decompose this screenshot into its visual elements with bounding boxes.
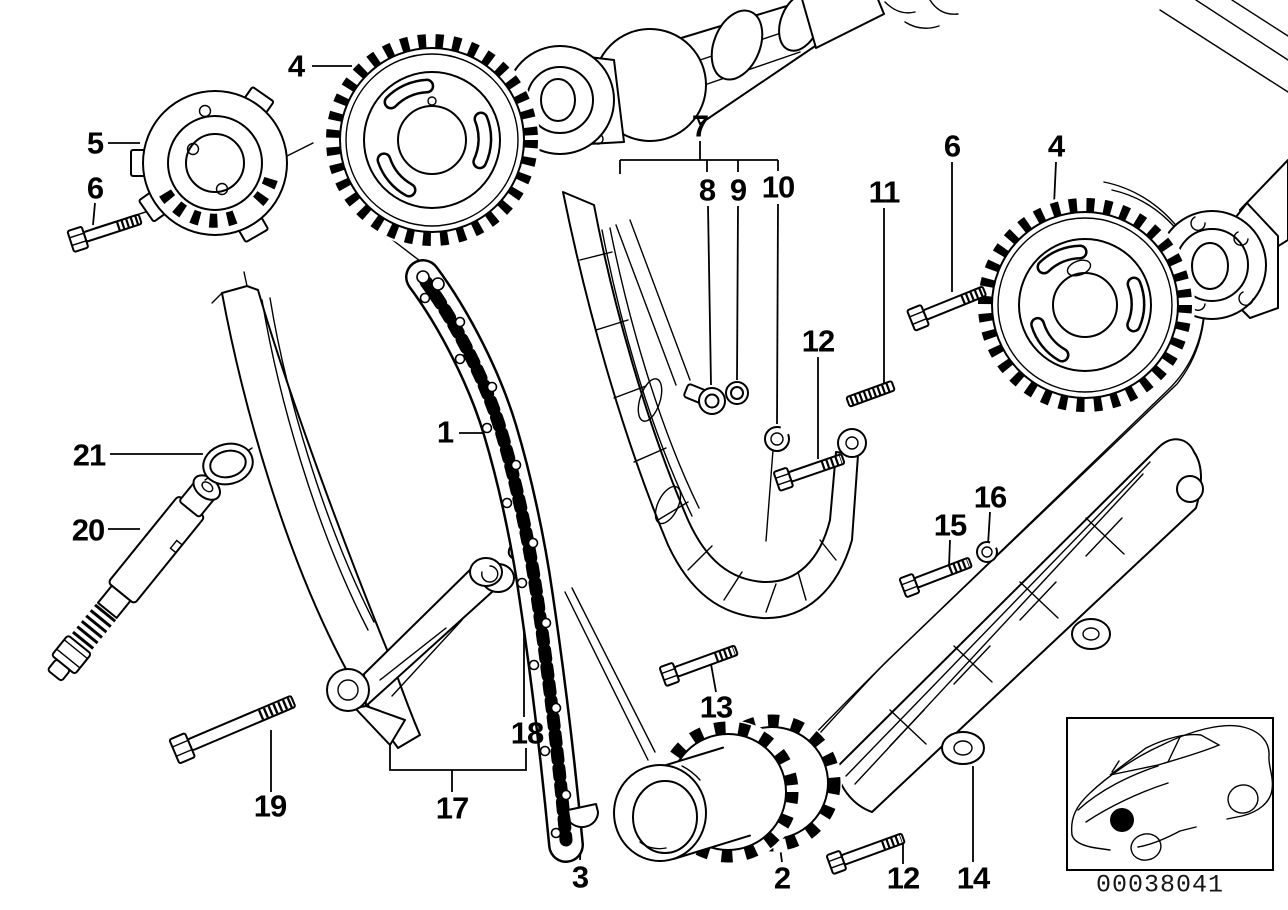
oring-9 bbox=[725, 381, 749, 405]
timing-chain bbox=[405, 259, 584, 863]
callout-11: 11 bbox=[868, 174, 901, 210]
callout-21: 21 bbox=[72, 437, 106, 473]
callout-9: 9 bbox=[729, 172, 747, 208]
cam-sprocket-left bbox=[324, 32, 540, 248]
bolt-13 bbox=[658, 644, 739, 687]
tensioner-arm bbox=[326, 557, 515, 746]
right-guide-rail bbox=[835, 438, 1204, 813]
callout-4-left: 4 bbox=[287, 48, 305, 84]
camshaft-left bbox=[505, 0, 959, 155]
bolt-6-right bbox=[906, 285, 987, 332]
woodruff-key bbox=[567, 803, 600, 829]
callout-13: 13 bbox=[699, 689, 733, 725]
callout-10: 10 bbox=[761, 169, 795, 205]
callout-14: 14 bbox=[956, 860, 990, 896]
callout-1: 1 bbox=[436, 414, 454, 450]
sealing-ring bbox=[202, 442, 254, 486]
impulse-wheel bbox=[130, 86, 288, 243]
callout-3: 3 bbox=[571, 859, 589, 895]
bolt-12-lower bbox=[825, 832, 906, 875]
chain-run-lines bbox=[564, 181, 1206, 763]
car-inset bbox=[1066, 717, 1274, 871]
center-guide-rail bbox=[562, 191, 867, 620]
bolt-6-left bbox=[66, 213, 143, 253]
callout-6-right: 6 bbox=[943, 128, 961, 164]
callout-20: 20 bbox=[71, 512, 105, 548]
diagram-id-code: 00038041 bbox=[1095, 870, 1225, 900]
callout-6-left: 6 bbox=[86, 170, 104, 206]
callout-17: 17 bbox=[435, 790, 469, 826]
left-tensioning-rail bbox=[211, 271, 421, 749]
callout-15: 15 bbox=[933, 507, 967, 543]
stud-11 bbox=[845, 380, 896, 408]
location-dot bbox=[1110, 808, 1134, 832]
bolt-19 bbox=[168, 695, 296, 764]
washer-8 bbox=[698, 387, 726, 415]
callout-2: 2 bbox=[773, 860, 791, 896]
callout-5: 5 bbox=[86, 125, 104, 161]
callout-18: 18 bbox=[510, 715, 544, 751]
callout-16: 16 bbox=[973, 479, 1007, 515]
leader-lines bbox=[92, 65, 1057, 864]
lock-ring-10 bbox=[764, 426, 790, 452]
callout-4-right: 4 bbox=[1047, 128, 1065, 164]
callout-8: 8 bbox=[698, 172, 716, 208]
callout-12-lower: 12 bbox=[886, 860, 920, 896]
bolt-12-upper bbox=[773, 453, 846, 492]
lock-ring-16 bbox=[976, 541, 998, 563]
crankshaft-sprockets bbox=[613, 713, 842, 864]
bolt-15 bbox=[898, 557, 973, 598]
callout-7: 7 bbox=[691, 108, 709, 144]
callout-19: 19 bbox=[253, 788, 287, 824]
car-icon bbox=[1070, 724, 1274, 861]
callout-12-upper: 12 bbox=[801, 323, 835, 359]
chain-tensioner bbox=[47, 474, 221, 682]
cam-sprocket-right bbox=[975, 195, 1195, 415]
